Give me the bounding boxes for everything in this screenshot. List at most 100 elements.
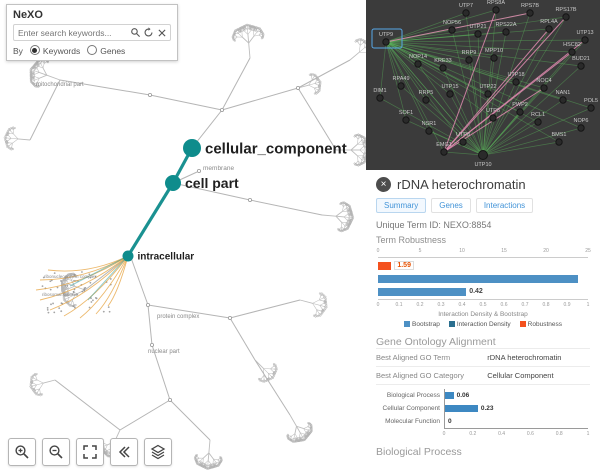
gene-node[interactable] <box>439 64 447 72</box>
tree-branch <box>35 82 38 86</box>
gene-node[interactable] <box>512 78 520 86</box>
gene-node[interactable] <box>448 26 456 34</box>
radio-genes-icon[interactable] <box>87 45 98 55</box>
search-box <box>13 24 171 41</box>
tree-leaf <box>13 127 16 130</box>
mode-genes[interactable]: Genes <box>87 45 125 56</box>
gene-node[interactable] <box>446 90 454 98</box>
gene-node[interactable] <box>568 48 576 56</box>
gene-node[interactable] <box>516 108 524 116</box>
tree-node[interactable] <box>167 397 172 402</box>
search-icon[interactable] <box>129 26 142 39</box>
tree-branch <box>320 293 323 296</box>
gene-node[interactable] <box>462 9 470 17</box>
zoom-in-icon <box>15 445 29 459</box>
tree-leaf <box>194 455 197 458</box>
tree-node[interactable] <box>196 168 201 173</box>
tree-edge <box>119 399 171 431</box>
gene-node[interactable] <box>382 38 390 46</box>
tree-leaf <box>6 145 9 149</box>
zoom-out-button[interactable] <box>42 438 70 466</box>
gene-node[interactable] <box>559 96 567 104</box>
tree-leaf <box>364 141 366 145</box>
gene-node[interactable] <box>465 56 473 64</box>
network-edge-green <box>482 99 564 156</box>
gene-node[interactable] <box>414 60 422 68</box>
gene-node[interactable] <box>526 9 534 17</box>
gene-node[interactable] <box>425 127 433 135</box>
tree-leaf <box>364 157 366 160</box>
gene-node[interactable] <box>545 25 553 33</box>
gene-node[interactable] <box>587 104 595 112</box>
gene-node[interactable] <box>555 138 563 146</box>
tree-branch <box>65 292 70 295</box>
gene-node[interactable] <box>422 96 430 104</box>
tree-leaf <box>325 304 328 307</box>
gene-node[interactable] <box>397 82 405 90</box>
highlight-edge-teal <box>69 255 129 287</box>
gene-node[interactable] <box>459 138 467 146</box>
gene-node[interactable] <box>562 13 570 21</box>
fit-to-screen-button[interactable] <box>76 438 104 466</box>
tree-branch <box>34 76 40 79</box>
tree-leaf <box>318 87 321 90</box>
refresh-icon[interactable] <box>142 26 155 39</box>
network-edge-green <box>385 28 550 43</box>
tree-leaf <box>359 135 362 138</box>
tree-leaf <box>364 151 366 154</box>
tree-leaf <box>64 299 67 302</box>
tree-node[interactable] <box>145 302 150 307</box>
gene-node[interactable] <box>540 84 548 92</box>
gene-node[interactable] <box>577 62 585 70</box>
highlighted-term-node[interactable] <box>165 175 181 191</box>
search-input[interactable] <box>16 26 129 39</box>
tree-branch <box>199 457 204 462</box>
gene-node[interactable] <box>440 148 448 156</box>
radio-keywords-icon[interactable] <box>29 45 40 55</box>
tree-node[interactable] <box>295 86 300 91</box>
gene-node[interactable] <box>577 124 585 132</box>
table-row: Best Aligned GO Term rDNA heterochromati… <box>376 348 590 367</box>
go-category-value: Cellular Component <box>487 371 554 380</box>
highlighted-term-node[interactable] <box>122 250 134 262</box>
tree-branch <box>360 39 363 42</box>
gene-node[interactable] <box>478 150 488 160</box>
gene-node[interactable] <box>484 90 492 98</box>
collapse-button[interactable] <box>110 438 138 466</box>
gene-node[interactable] <box>489 114 497 122</box>
zoom-in-button[interactable] <box>8 438 36 466</box>
tree-node[interactable] <box>149 342 154 347</box>
cluster-dot <box>46 309 49 311</box>
highlighted-term-node[interactable] <box>183 139 201 157</box>
tree-leaf <box>238 30 242 34</box>
tree-branch <box>274 368 277 371</box>
close-icon[interactable]: × <box>376 177 391 192</box>
tree-node[interactable] <box>147 93 152 98</box>
tree-branch <box>39 388 41 393</box>
gene-node[interactable] <box>490 54 498 62</box>
gene-node[interactable] <box>502 28 510 36</box>
tree-leaf <box>316 91 319 94</box>
tree-branch <box>313 313 317 316</box>
tree-node[interactable] <box>247 197 252 202</box>
gene-node[interactable] <box>376 94 384 102</box>
gene-node[interactable] <box>492 6 500 14</box>
tree-node[interactable] <box>219 108 224 113</box>
tab-summary[interactable]: Summary <box>376 198 427 213</box>
gene-node[interactable] <box>474 30 482 38</box>
gene-node[interactable] <box>581 36 589 44</box>
gene-node[interactable] <box>402 116 410 124</box>
mode-keywords[interactable]: Keywords <box>29 45 80 56</box>
layers-button[interactable] <box>144 438 172 466</box>
tree-node[interactable] <box>227 315 232 320</box>
tree-branch <box>37 78 40 83</box>
tree-branch <box>359 42 364 46</box>
tab-genes[interactable]: Genes <box>431 198 471 213</box>
clear-icon[interactable] <box>155 26 168 39</box>
tab-interactions[interactable]: Interactions <box>475 198 534 213</box>
tree-branch <box>69 277 72 281</box>
gene-node[interactable] <box>534 118 542 126</box>
